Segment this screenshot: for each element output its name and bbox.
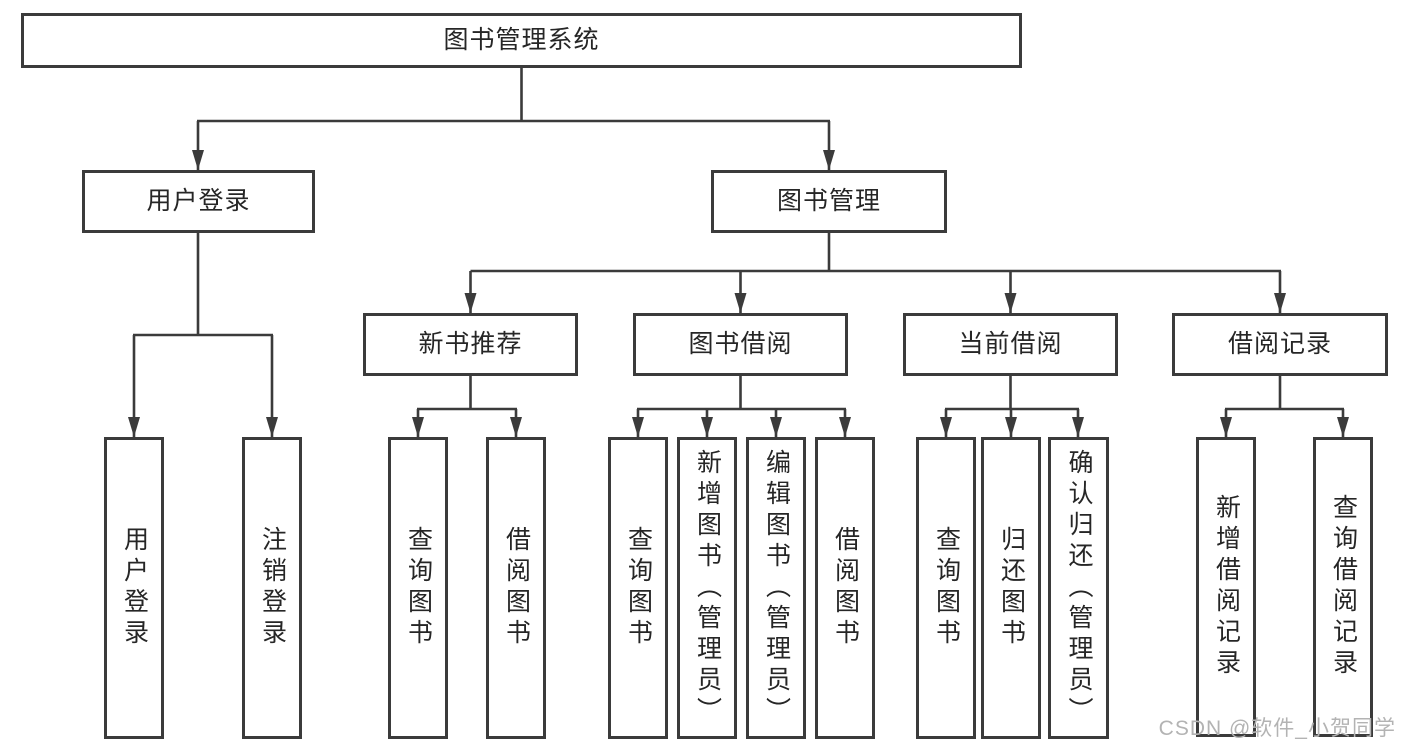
node-user-login: 用户登录 [82,170,315,233]
leaf-return-books: 归还图书 [981,437,1041,739]
leaf-confirm-return-admin: 确认归还（管理员） [1048,437,1109,739]
leaf-user-login: 用户登录 [104,437,164,739]
node-borrowing-records: 借阅记录 [1172,313,1388,376]
leaf-query-books-borrowing: 查询图书 [608,437,668,739]
leaf-add-books-admin: 新增图书（管理员） [677,437,737,739]
leaf-logout-login: 注销登录 [242,437,302,739]
node-current-borrowing: 当前借阅 [903,313,1118,376]
leaf-query-books-current: 查询图书 [916,437,976,739]
node-root: 图书管理系统 [21,13,1022,68]
leaf-edit-books-admin: 编辑图书（管理员） [746,437,806,739]
node-book-borrowing: 图书借阅 [633,313,848,376]
leaf-borrow-books-borrowing: 借阅图书 [815,437,875,739]
leaf-query-books-recommend: 查询图书 [388,437,448,739]
leaf-add-borrow-record: 新增借阅记录 [1196,437,1256,737]
leaf-query-borrow-record: 查询借阅记录 [1313,437,1373,737]
leaf-borrow-books-recommend: 借阅图书 [486,437,546,739]
watermark: CSDN @软件_小贺同学 [1158,717,1396,740]
node-new-book-recommend: 新书推荐 [363,313,578,376]
node-book-management: 图书管理 [711,170,947,233]
